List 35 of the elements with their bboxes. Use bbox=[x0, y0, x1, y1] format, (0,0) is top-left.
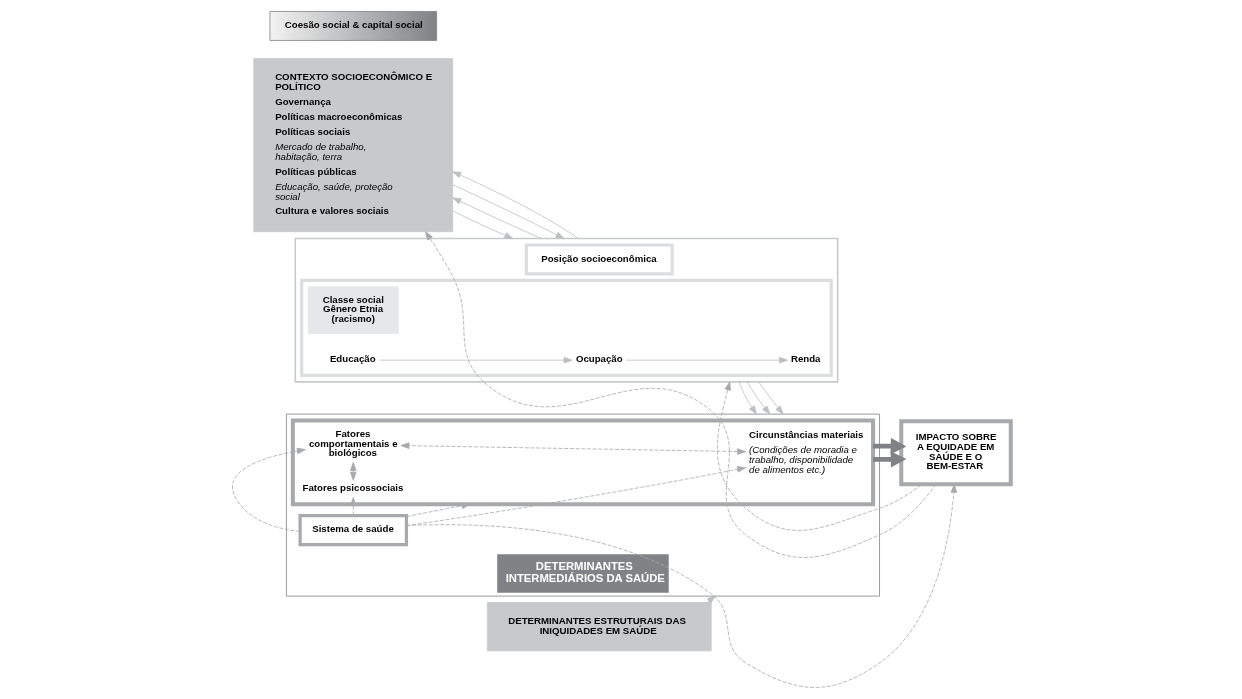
node-box: IMPACTO SOBRE A EQUIDADE EM SAÚDE E O BEM-ESTAR bbox=[898, 419, 1013, 487]
arrow bbox=[872, 451, 906, 468]
node-text: Ocupação bbox=[575, 353, 623, 365]
node-box: Sistema de saúde bbox=[298, 513, 408, 547]
arrow bbox=[716, 381, 922, 531]
node-box: Classe social Gênero Etnia (racismo) bbox=[307, 286, 399, 334]
arrow bbox=[379, 356, 572, 364]
node-text: Circunstâncias materiais (Condições de moradia e trabalho, disponibilidade de alimentos etc.) bbox=[748, 428, 863, 475]
arrow bbox=[872, 437, 906, 455]
node-box: Posição socioeconômica bbox=[524, 243, 674, 276]
arrow bbox=[451, 210, 513, 239]
arrow bbox=[424, 231, 936, 558]
node-box: CONTEXTO SOCIOECONÔMICO E POLÍTICO Governança Políticas macroeconômicas Políticas sociais Mercado de trabalho, habitação, terra Políticas públicas Educação, saúde, proteção social Cultura e valores sociais bbox=[252, 58, 453, 233]
arrow bbox=[746, 381, 770, 415]
arrow bbox=[231, 447, 306, 532]
arrow bbox=[349, 462, 356, 481]
arrow bbox=[349, 497, 356, 516]
cluster bbox=[299, 278, 833, 378]
node-box: Coesão social & capital social bbox=[269, 11, 437, 41]
arrow bbox=[399, 442, 746, 455]
arrow bbox=[738, 381, 757, 415]
arrow bbox=[451, 184, 564, 239]
arrow bbox=[757, 381, 783, 415]
arrow bbox=[405, 466, 746, 526]
node-text: Renda bbox=[790, 353, 820, 365]
arrow bbox=[625, 356, 788, 364]
arrow bbox=[451, 171, 579, 239]
arrow bbox=[451, 197, 542, 239]
arrow bbox=[705, 595, 716, 604]
arrow bbox=[405, 483, 957, 688]
arrow bbox=[405, 502, 471, 518]
node-text: Fatores psicossociais bbox=[302, 482, 403, 494]
cluster bbox=[293, 237, 838, 383]
node-text: Fatores comportamentais e biológicos bbox=[308, 428, 398, 459]
node-text: Educação bbox=[329, 353, 376, 365]
